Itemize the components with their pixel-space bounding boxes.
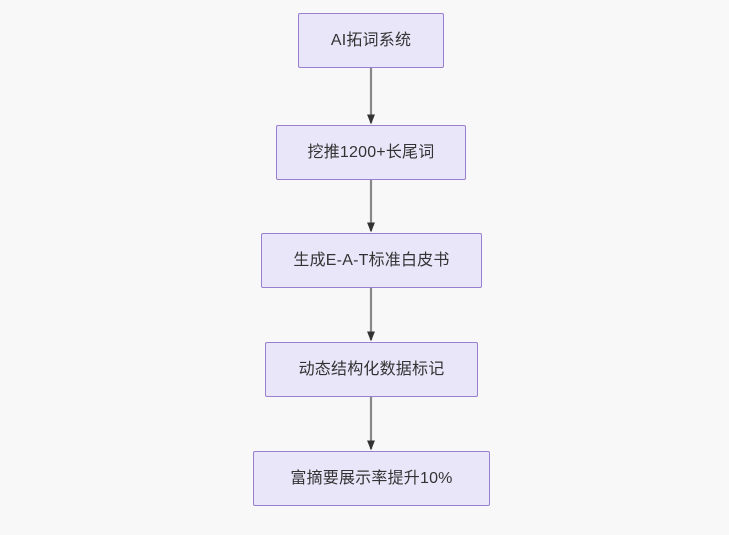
flow-node-label: 挖推1200+长尾词 [307,143,435,161]
flow-node-rich-snippet-impression-lift[interactable]: 富摘要展示率提升10% [253,451,490,506]
flow-node-ai-keyword-system[interactable]: AI拓词系统 [298,13,444,68]
flow-node-dynamic-structured-data-markup[interactable]: 动态结构化数据标记 [265,342,478,397]
flow-node-mine-longtail-keywords[interactable]: 挖推1200+长尾词 [276,125,466,180]
flow-node-generate-eat-whitepaper[interactable]: 生成E-A-T标准白皮书 [261,233,482,288]
flow-node-label: AI拓词系统 [330,31,412,49]
flow-node-label: 富摘要展示率提升10% [290,469,453,487]
flow-node-label: 动态结构化数据标记 [298,360,445,378]
flow-node-label: 生成E-A-T标准白皮书 [293,251,450,269]
